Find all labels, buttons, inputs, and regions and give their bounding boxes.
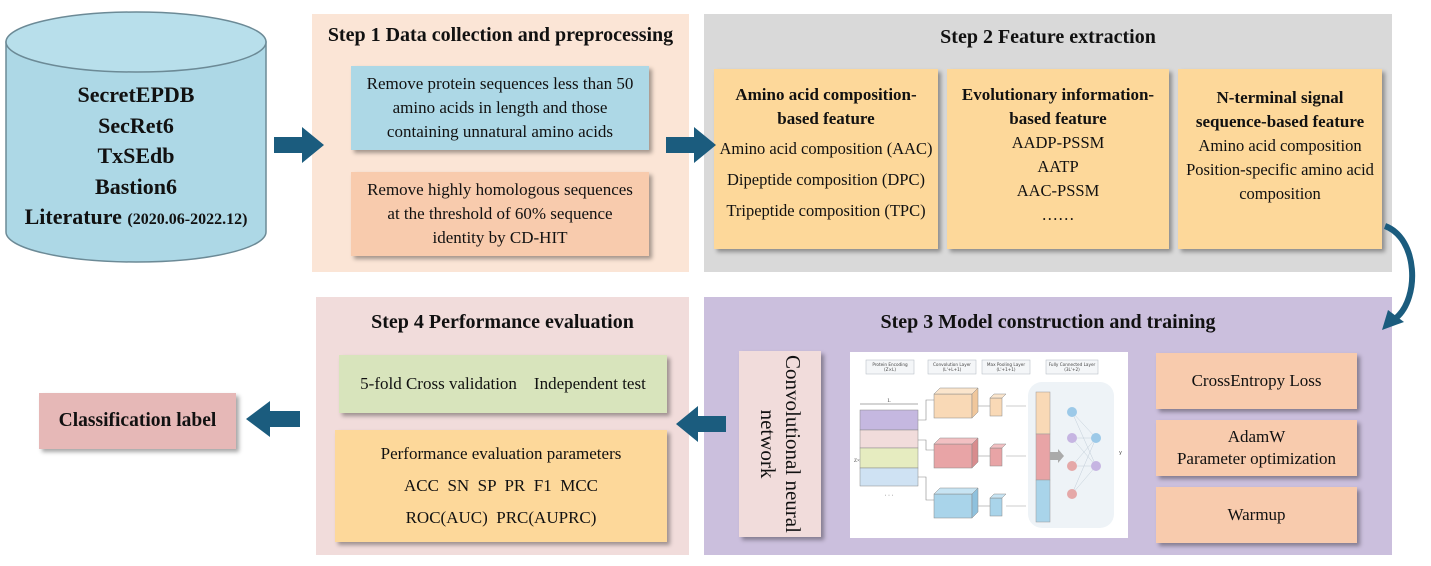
feature-column-aac: Amino acid composition- based feature Am… — [714, 69, 938, 249]
cnn-header-text: Max Pooling Layer — [987, 362, 1025, 367]
cnn-header-sub: (Z×L) — [884, 367, 896, 372]
arrow-left-icon — [676, 406, 726, 442]
source-name: TxSEdb — [97, 143, 175, 168]
source-literature: Literature — [24, 204, 122, 229]
arrow-right-icon — [274, 127, 324, 163]
step1-homology-box: Remove highly homologous sequences at th… — [351, 172, 649, 256]
validation-box: 5-fold Cross validation Independent test — [339, 355, 667, 413]
feature-column-nterminal: N-terminal signal sequence-based feature… — [1178, 69, 1382, 249]
cnn-header-sub: (L'+1+1) — [996, 367, 1015, 372]
cnn-label-box: Convolutional neural network — [739, 351, 821, 537]
arrow-left-icon — [246, 401, 300, 437]
adamw-optimizer-box: AdamW Parameter optimization — [1156, 420, 1357, 476]
cnn-header-text: Fully Connected Layer — [1049, 362, 1096, 367]
step3-title: Step 3 Model construction and training — [880, 311, 1216, 333]
classification-label-box: Classification label — [39, 393, 236, 449]
l-label: L — [887, 399, 890, 404]
data-sources: SecretEPDB SecRet6 TxSEdb Bastion6 Liter… — [6, 80, 266, 236]
literature-range: (2020.06-2022.12) — [127, 211, 248, 228]
curved-arrow-icon — [1382, 223, 1416, 330]
cnn-header-sub: (L'+L+1) — [943, 367, 962, 372]
z-label: Z× — [854, 459, 860, 464]
arrow-right-icon — [666, 127, 716, 163]
crossentropy-loss-box: CrossEntropy Loss — [1156, 353, 1357, 409]
dots-label: · · · — [885, 493, 894, 499]
evaluation-parameters-box: Performance evaluation parameters ACC SN… — [335, 430, 667, 542]
output-y-label: y — [1119, 450, 1122, 456]
source-name: SecretEPDB — [77, 82, 195, 107]
cnn-header-text: Convolution Layer — [933, 362, 971, 367]
database-cylinder-icon — [5, 11, 267, 263]
cnn-header-text: Protein Encoding — [872, 362, 908, 367]
step1-filter-length-box: Remove protein sequences less than 50 am… — [351, 66, 649, 150]
source-name: Bastion6 — [95, 173, 177, 199]
encoding-matrix: L Z× · · · — [854, 399, 919, 499]
feature-column-evolutionary: Evolutionary information- based feature … — [947, 69, 1169, 249]
step2-title: Step 2 Feature extraction — [940, 26, 1156, 48]
cnn-header-sub: (3L'+2) — [1064, 367, 1080, 372]
step4-title: Step 4 Performance evaluation — [371, 311, 634, 333]
cnn-architecture-figure: Protein Encoding (Z×L) Convolution Layer… — [850, 352, 1128, 538]
cnn-label: Convolutional neural network — [756, 355, 805, 533]
step1-title: Step 1 Data collection and preprocessing — [327, 24, 674, 46]
source-name: SecRet6 — [98, 112, 174, 138]
warmup-box: Warmup — [1156, 487, 1357, 543]
